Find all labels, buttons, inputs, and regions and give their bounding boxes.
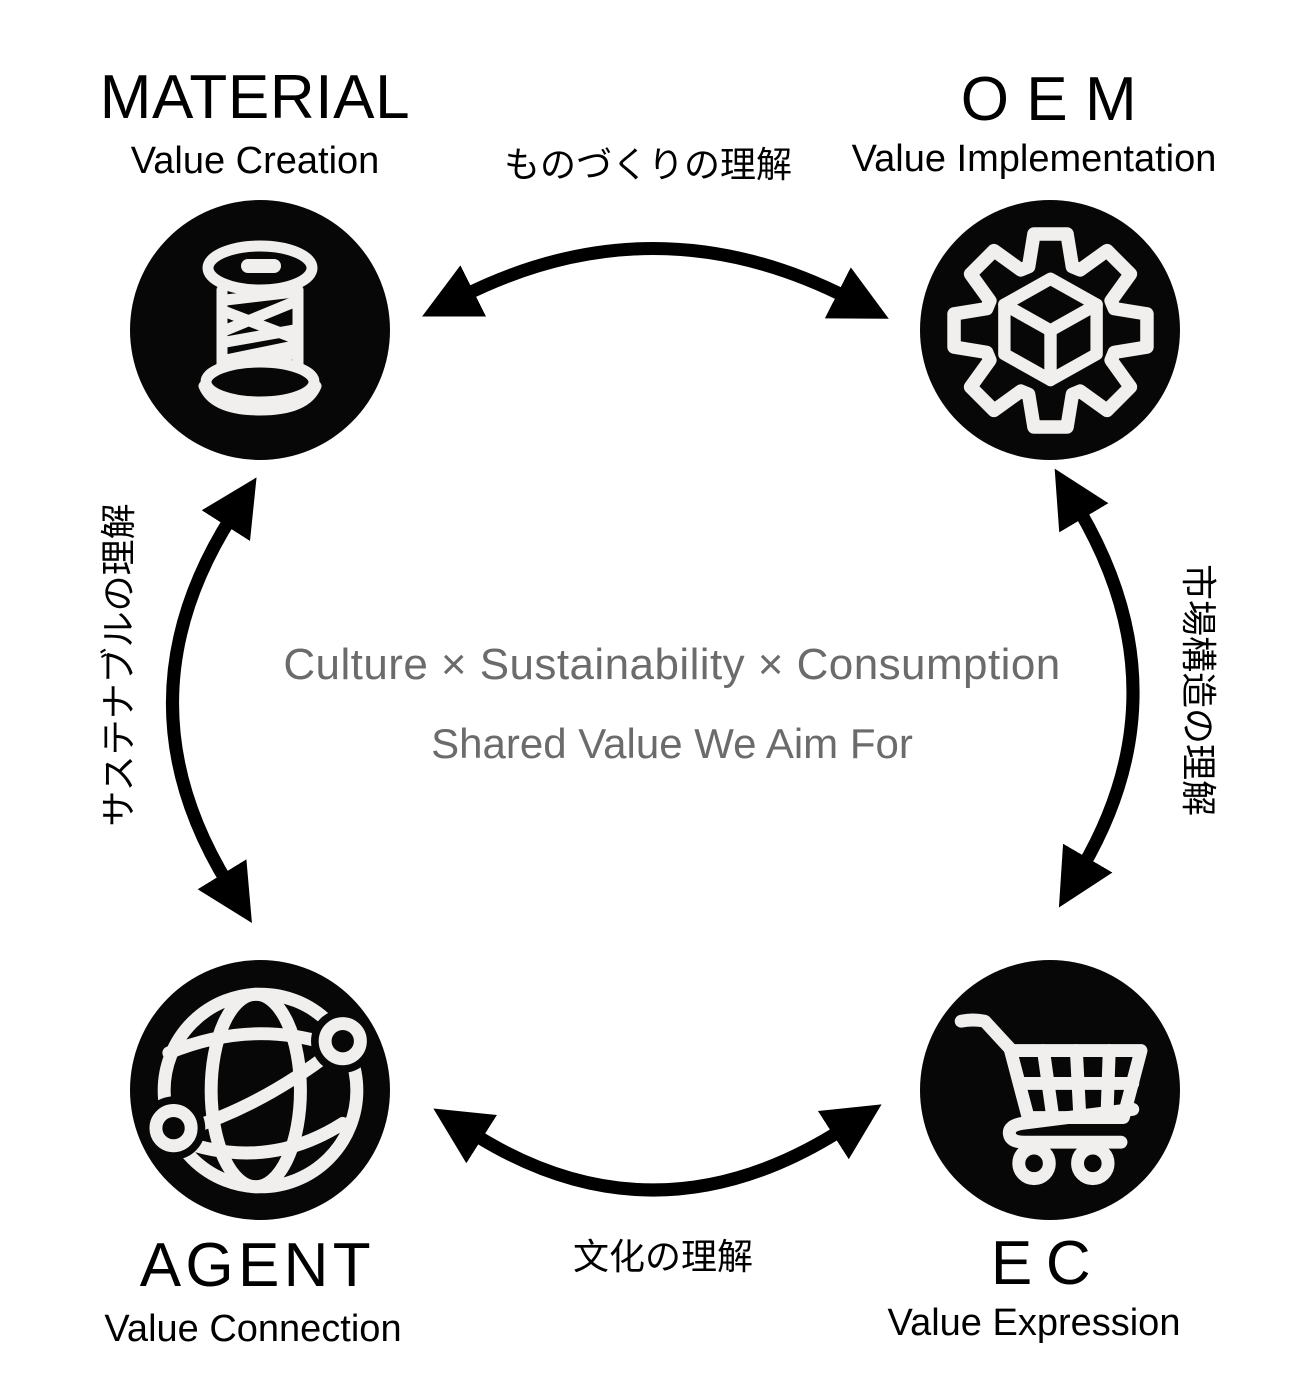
node-title-ec: EC [990,1229,1105,1298]
gear-outline [946,226,1154,434]
node-subtitle-oem: Value Implementation [851,138,1217,180]
node-subtitle-material: Value Creation [130,140,380,182]
node-circle-ec [920,960,1180,1220]
arrow-ec-agent [433,1104,882,1197]
node-circle-oem [920,200,1180,460]
arrow-agent-material [166,477,257,924]
edge-label-bottom: 文化の理解 [572,1236,753,1277]
center-line-1: Culture × Sustainability × Consumption [283,640,1061,689]
center-statement: Culture × Sustainability × Consumption S… [22,640,1307,768]
node-circle-material [130,200,390,460]
node-title-oem: OEM [960,65,1155,134]
node-subtitle-ec: Value Expression [887,1302,1181,1344]
globe-network-icon [141,987,374,1193]
center-line-2: Shared Value We Aim For [431,720,913,767]
gear-cube-icon [946,226,1154,434]
node-title-material: MATERIAL [99,63,411,132]
shopping-cart-icon [954,1013,1147,1185]
node-circle-agent [130,960,390,1220]
node-title-agent: AGENT [139,1231,375,1300]
node-subtitle-agent: Value Connection [104,1308,402,1350]
arrow-material-oem [422,242,889,319]
thread-spool-icon [198,240,322,416]
edge-label-top: ものづくりの理解 [503,144,792,185]
arrow-oem-ec [1054,468,1140,908]
